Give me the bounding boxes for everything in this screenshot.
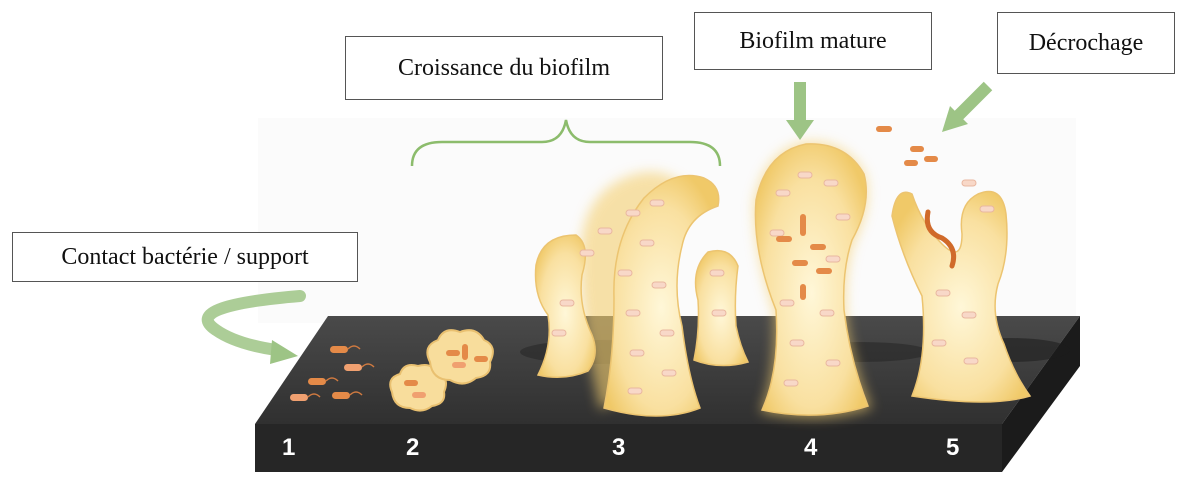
stage-number-4: 4 <box>804 436 817 460</box>
label-mature: Biofilm mature <box>694 12 932 70</box>
stage-number-1: 1 <box>282 436 295 460</box>
stage-number-3: 3 <box>612 436 625 460</box>
slab-front <box>255 424 1002 472</box>
label-detach: Décrochage <box>997 12 1175 74</box>
label-growth: Croissance du biofilm <box>345 36 663 100</box>
stage-number-5: 5 <box>946 436 959 460</box>
label-contact: Contact bactérie / support <box>12 232 358 282</box>
stage-number-2: 2 <box>406 436 419 460</box>
